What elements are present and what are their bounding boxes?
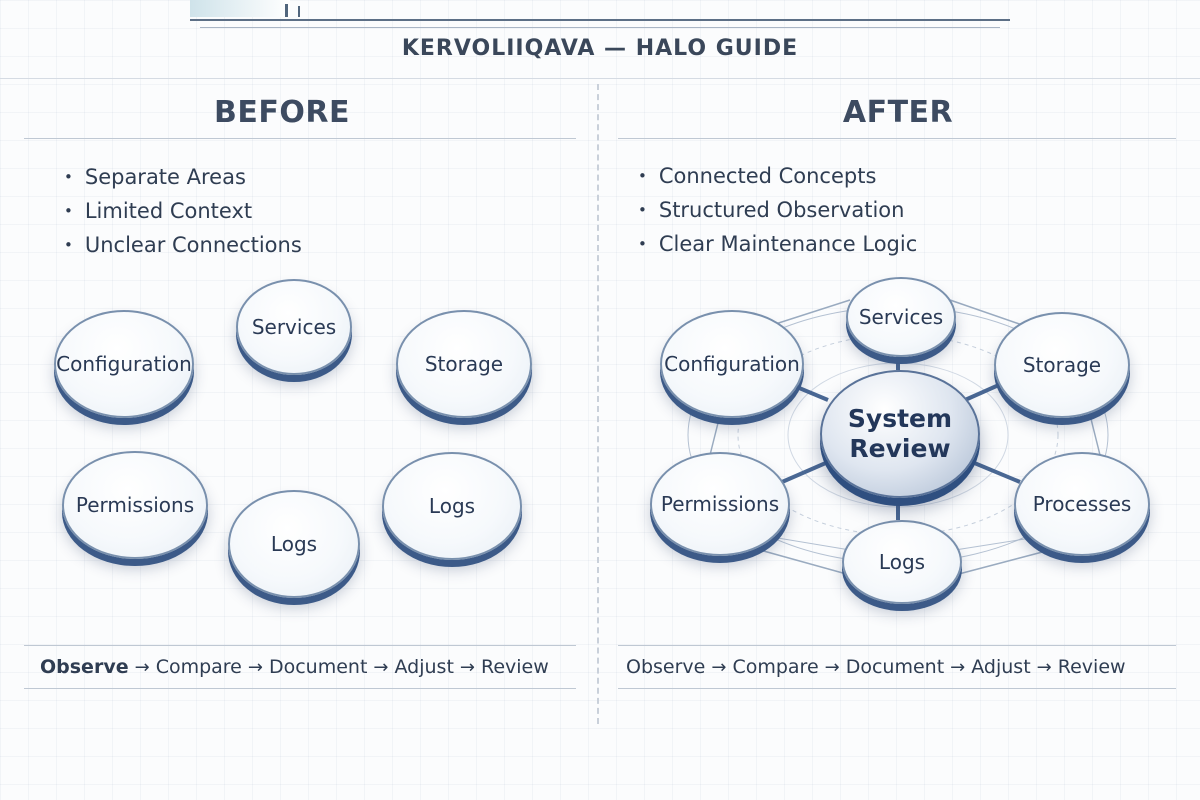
after-bullet: Clear Maintenance Logic (638, 227, 917, 261)
header-accent-tick (298, 6, 300, 17)
arrow-right-icon: → (824, 656, 840, 678)
arrow-right-icon: → (950, 656, 966, 678)
after-flow-rule-bottom (618, 688, 1176, 689)
after-node-services: Services (846, 277, 956, 357)
header-accent-block (190, 0, 290, 17)
header-rule-main (190, 19, 1010, 21)
before-bullet-list: Separate Areas Limited Context Unclear C… (64, 160, 302, 262)
before-node-configuration: Configuration (54, 310, 194, 418)
link-line (709, 414, 721, 456)
after-flow-step: Compare (732, 656, 819, 678)
after-node-storage: Storage (994, 312, 1130, 418)
after-node-configuration: Configuration (660, 310, 804, 418)
before-flow-step: Compare (155, 656, 242, 678)
link-line (759, 534, 851, 551)
after-flow: Observe → Compare → Document → Adjust → … (626, 652, 1126, 682)
before-flow: Observe → Compare → Document → Adjust → … (40, 652, 549, 682)
arrow-right-icon: → (247, 656, 263, 678)
orbit-ring (737, 334, 1059, 536)
after-bullet-list: Connected Concepts Structured Observatio… (638, 159, 917, 261)
header-accent-tick (285, 4, 288, 17)
before-heading-rule (24, 138, 576, 139)
after-node-system-review: System Review (820, 370, 980, 498)
after-node-processes: Processes (1014, 452, 1150, 556)
before-bullet: Unclear Connections (64, 228, 302, 262)
after-node-logs: Logs (842, 520, 962, 604)
after-bullet: Structured Observation (638, 193, 917, 227)
connector-permissions (781, 460, 829, 484)
before-bullet: Limited Context (64, 194, 302, 228)
after-heading: AFTER (842, 95, 954, 130)
after-bullet: Connected Concepts (638, 159, 917, 193)
arrow-right-icon: → (459, 656, 475, 678)
before-flow-step: Review (481, 656, 549, 678)
after-flow-step: Document (845, 656, 945, 678)
connector-processes (971, 460, 1021, 484)
after-flow-step: Review (1057, 656, 1126, 678)
arrow-right-icon: → (373, 656, 389, 678)
arrow-right-icon: → (134, 656, 150, 678)
before-flow-step: Adjust (394, 656, 454, 678)
before-node-logs: Logs (228, 490, 360, 598)
after-heading-rule (618, 138, 1176, 139)
after-flow-step: Observe (626, 656, 706, 678)
after-flow-rule-top (618, 645, 1176, 646)
title-divider (0, 78, 1200, 79)
link-line (759, 549, 851, 576)
before-node-logs-secondary: Logs (382, 452, 522, 560)
before-flow-rule-bottom (24, 688, 576, 689)
before-node-services: Services (236, 279, 352, 375)
before-flow-step: Observe (40, 656, 129, 678)
before-flow-step: Document (268, 656, 368, 678)
panel-divider (597, 84, 599, 724)
before-bullet: Separate Areas (64, 160, 302, 194)
guide-title: KERVOLIIQAVA — HALO GUIDE (401, 36, 799, 61)
before-heading: BEFORE (214, 95, 350, 130)
after-flow-step: Adjust (971, 656, 1031, 678)
before-flow-rule-top (24, 645, 576, 646)
link-line (1089, 414, 1101, 456)
link-line (954, 549, 1051, 576)
arrow-right-icon: → (1036, 656, 1052, 678)
header-decoration (190, 0, 1010, 40)
arrow-right-icon: → (711, 656, 727, 678)
before-node-storage: Storage (396, 310, 532, 418)
before-node-permissions: Permissions (62, 451, 208, 559)
header-rule-thin (200, 27, 1000, 28)
after-node-permissions: Permissions (650, 452, 790, 556)
